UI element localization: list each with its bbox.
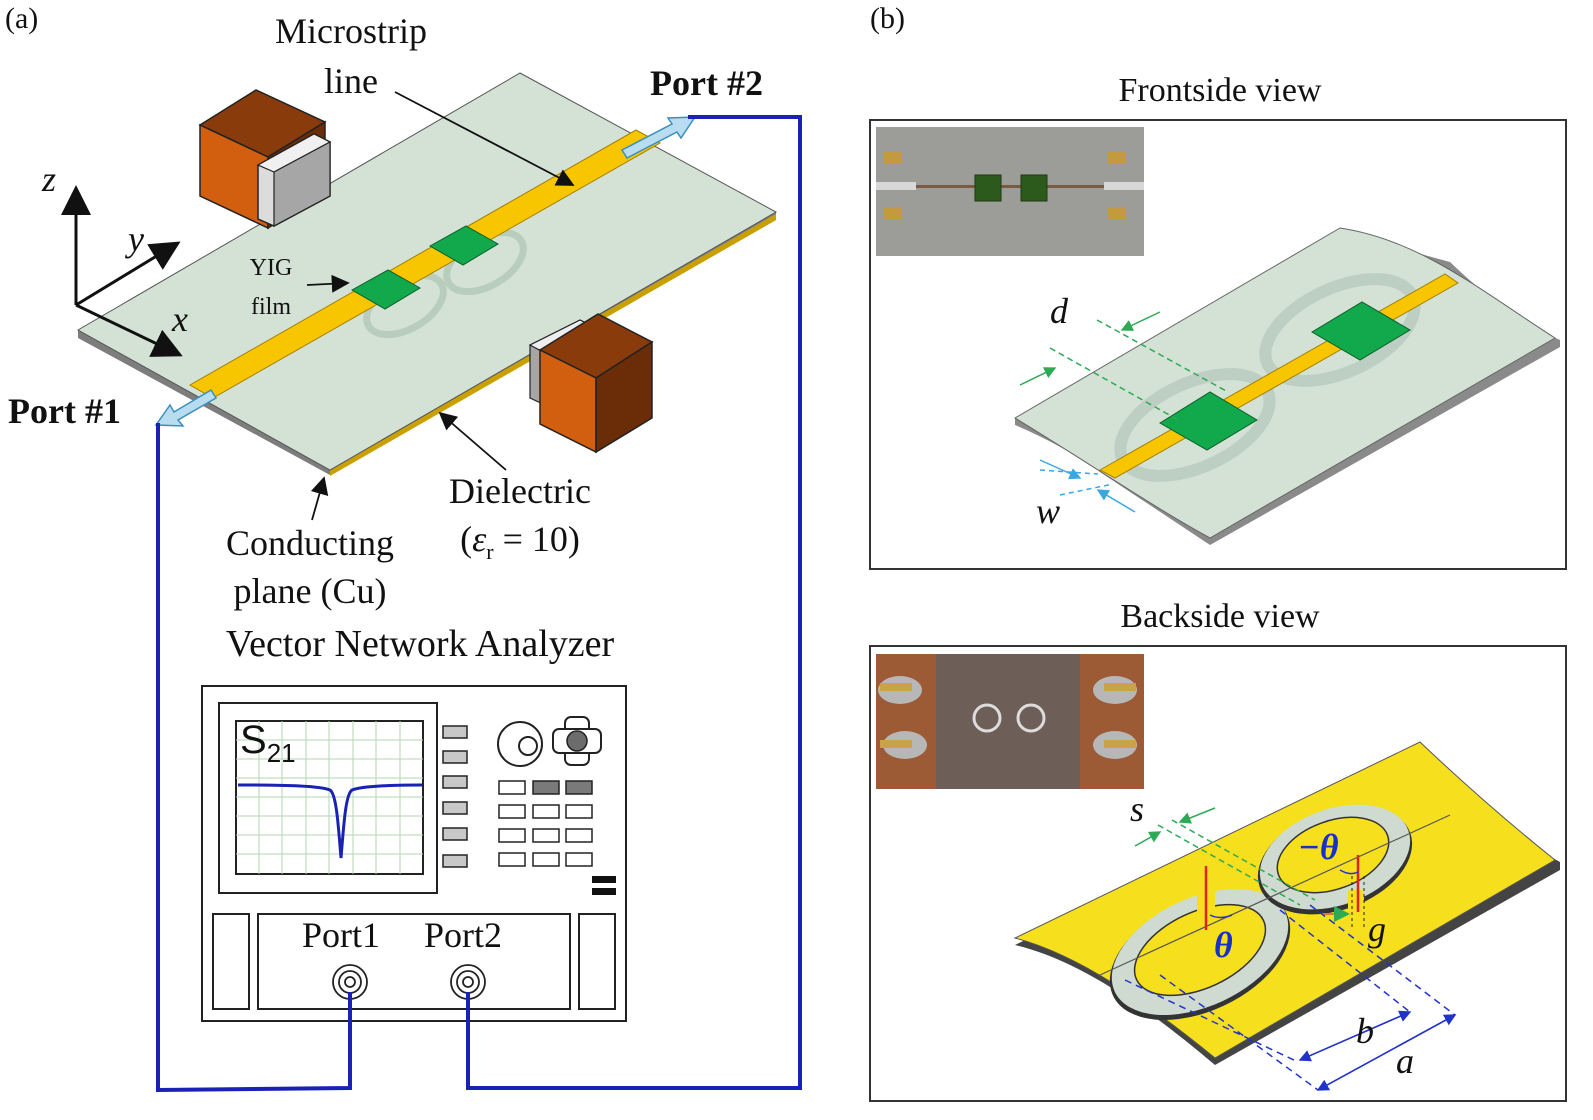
dielectric-paren: ( [460,519,473,559]
magnet-bottom-right [528,313,654,454]
dim-s-label: s [1130,789,1145,829]
coax-cables [156,115,802,1093]
dielectric-label-1: Dielectric [449,471,591,511]
yig-film-2 [428,225,499,266]
vna-port1-label: Port1 [302,915,381,955]
dimension-d [1019,311,1229,422]
vna-instrument [201,685,627,1022]
port2-arrow-icon [620,116,697,159]
port1-arrow-icon [154,388,218,427]
microstrip-label-2: line [324,61,378,101]
backside-title: Backside view [1120,598,1320,635]
s21-label: S21 [240,718,296,769]
axis-y-label: y [128,219,144,259]
coordinate-axes [61,185,183,357]
dimension-w [1039,459,1136,513]
dim-b-label: b [1356,1011,1374,1051]
conducting-label-2: plane (Cu) [233,571,387,611]
magnet-top-left [198,89,332,230]
dim-w-label: w [1036,491,1061,531]
split-ring-1 [1109,885,1291,1020]
dimension-a-b [1124,904,1457,1091]
theta-label: θ [1214,925,1233,965]
annotation-arrows-a [306,91,575,521]
epsilon-symbol: ε [472,519,487,559]
backside-photo [876,654,1144,789]
yig-label-2: film [251,294,291,320]
yig-film-1 [350,269,421,310]
dielectric-label-2: (εr = 10) [420,518,620,565]
split-ring-2 [1257,804,1413,916]
s-subscript: 21 [266,738,296,768]
dimension-s [1134,807,1316,906]
dielectric-value: = 10) [493,519,580,559]
direction-pad-icon [552,716,602,766]
axis-x-label: x [172,299,188,339]
panel-a-tag: (a) [5,2,39,35]
frontside-title: Frontside view [1118,72,1322,109]
epsilon-subscript: r [486,539,494,565]
conducting-label-1: Conducting [226,523,394,563]
panel-b-tag: (b) [870,2,905,35]
frontside-board [1014,227,1560,545]
backside-board [1013,741,1560,1065]
dim-d-label: d [1050,291,1068,331]
neg-theta-label: −θ [1298,827,1339,867]
s-symbol: S [240,718,267,762]
microstrip-label-1: Microstrip [275,11,427,51]
dim-a-label: a [1396,1041,1414,1081]
vna-port2-label: Port2 [424,915,503,955]
port1-label: Port #1 [8,391,121,431]
axis-z-label: z [42,159,57,199]
frontside-photo [876,127,1144,256]
yig-label-1: YIG [249,255,293,281]
dim-g-label: g [1368,909,1386,949]
port2-label: Port #2 [650,63,763,103]
s21-trace [237,783,423,859]
vna-title: Vector Network Analyzer [225,623,615,665]
